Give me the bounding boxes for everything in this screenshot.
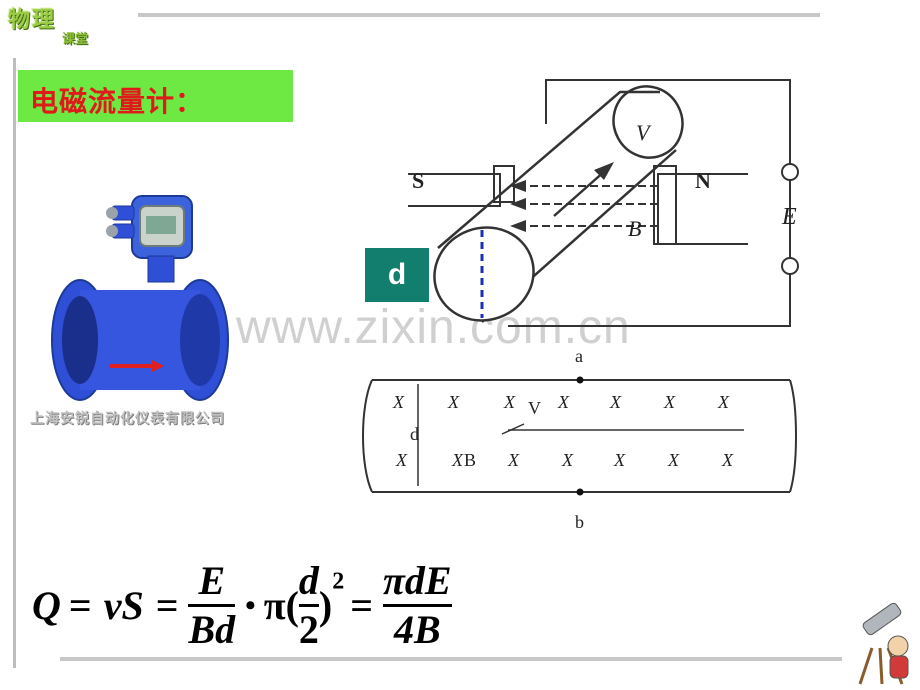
- fraction-bar: [298, 604, 319, 607]
- field-cross: X: [718, 392, 729, 412]
- formula-pi: π(: [263, 583, 299, 628]
- slide-title: 电磁流量计：: [30, 85, 205, 118]
- fraction-bar: [383, 604, 452, 607]
- point-a-label: a: [575, 346, 583, 366]
- field-cross: X: [668, 450, 679, 470]
- formula-equals: =: [155, 583, 179, 628]
- formula-q: Q: [32, 583, 61, 628]
- bottom-divider: [60, 657, 842, 661]
- velocity-v-label: V: [528, 398, 541, 418]
- flowmeter-device-image: [51, 195, 229, 401]
- formula-vs: vS: [103, 583, 144, 628]
- point-b-label: b: [575, 512, 584, 532]
- diameter-box: d: [365, 248, 429, 302]
- field-cross: X: [396, 450, 407, 470]
- field-cross: X: [558, 392, 569, 412]
- pole-n-label: N: [695, 168, 711, 193]
- field-cross: X: [664, 392, 675, 412]
- diameter-label: d: [410, 424, 419, 444]
- field-cross: X: [722, 450, 733, 470]
- pole-s-label: S: [412, 168, 425, 193]
- field-cross: X: [562, 450, 573, 470]
- field-cross: X: [452, 450, 463, 470]
- field-cross: X: [448, 392, 459, 412]
- flowmeter-diagram: [362, 79, 799, 496]
- title-box: 电磁流量计：: [18, 70, 293, 122]
- field-cross: X: [508, 450, 519, 470]
- fraction-denominator: Bd: [188, 607, 236, 652]
- fraction-numerator: πdE: [383, 558, 452, 603]
- fraction-numerator: d: [298, 558, 319, 603]
- field-cross: X: [614, 450, 625, 470]
- fraction-denominator: 2: [298, 607, 319, 652]
- formula-equals: =: [350, 583, 374, 628]
- telescope-mascot-icon: [858, 602, 909, 685]
- emf-label: E: [782, 204, 797, 230]
- left-divider: [13, 58, 16, 668]
- field-cross: X: [504, 392, 515, 412]
- field-cross: X: [610, 392, 621, 412]
- fraction-denominator: 4B: [393, 607, 441, 652]
- field-b-label: B: [628, 216, 642, 241]
- formula-dot: •: [245, 588, 256, 622]
- formula-close-paren: ): [318, 583, 333, 628]
- device-caption: 上海安锐自动化仪表有限公司: [30, 411, 225, 427]
- logo-title: 物理: [8, 8, 57, 33]
- watermark: www.zixin.com.cn: [236, 301, 631, 354]
- formula-exponent: 2: [332, 568, 345, 595]
- field-b-small-label: B: [464, 450, 477, 470]
- fraction-bar: [188, 604, 236, 607]
- field-cross: X: [393, 392, 404, 412]
- velocity-label: V: [636, 120, 650, 145]
- fraction-numerator: E: [198, 558, 226, 603]
- formula-equals: =: [68, 583, 92, 628]
- top-divider: [138, 13, 820, 17]
- logo-subtitle: 课堂: [62, 32, 89, 47]
